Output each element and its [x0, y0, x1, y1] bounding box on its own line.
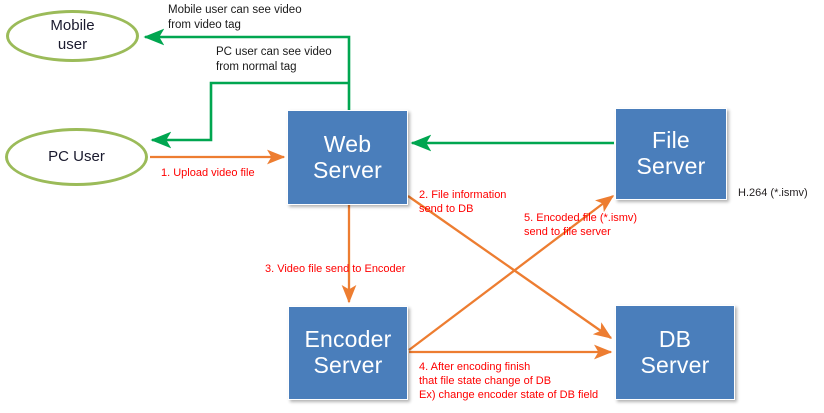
node-encoder-server-label: Encoder Server: [304, 326, 392, 378]
node-web-server-label: Web Server: [313, 130, 382, 183]
label-step-5-encoded-file: 5. Encoded file (*.ismv) send to file se…: [524, 212, 638, 239]
actor-mobile-user[interactable]: Mobile user: [6, 10, 139, 62]
label-step-1-upload-video-file: 1. Upload video file: [161, 167, 255, 179]
label-step-4-after-encoding-finish: 4. After encoding finish that file state…: [419, 361, 599, 402]
node-file-server[interactable]: File Server: [615, 108, 727, 200]
actor-mobile-user-label: Mobile user: [50, 17, 95, 53]
node-encoder-server[interactable]: Encoder Server: [288, 306, 408, 400]
label-pc-normal-tag: PC user can see video from normal tag: [216, 46, 332, 73]
actor-pc-user[interactable]: PC User: [5, 128, 148, 186]
node-file-server-label: File Server: [636, 127, 706, 179]
node-db-server-label: DB Server: [640, 325, 710, 378]
actor-pc-user-label: PC User: [48, 147, 105, 165]
label-step-3-video-file-to-encoder: 3. Video file send to Encoder: [265, 263, 406, 275]
node-db-server[interactable]: DB Server: [615, 305, 735, 400]
label-mobile-video-tag: Mobile user can see video from video tag: [168, 4, 302, 31]
label-step-2-file-information: 2. File information send to DB: [419, 189, 507, 216]
label-codec-note: H.264 (*.ismv): [738, 187, 808, 199]
node-web-server[interactable]: Web Server: [287, 110, 408, 205]
